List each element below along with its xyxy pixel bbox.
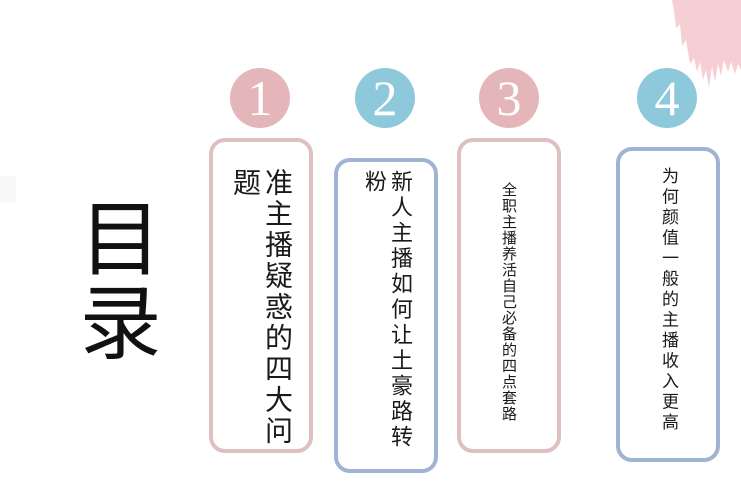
item-4-text: 为何颜值一般的主播收入更高 [658, 167, 678, 434]
item-3-card[interactable]: 全职主播养活自己必备的四点套路 [457, 138, 561, 453]
item-4-number-badge: 4 [637, 68, 697, 128]
item-3-text: 全职主播养活自己必备的四点套路 [500, 182, 518, 422]
item-4-card[interactable]: 为何颜值一般的主播收入更高 [616, 147, 720, 462]
item-3-number-badge: 3 [479, 68, 539, 128]
slide-title: 目录 [65, 196, 160, 364]
item-1-card[interactable]: 准主播疑惑的四大问题 [209, 138, 313, 453]
item-2-number-badge: 2 [355, 68, 415, 128]
item-1-text: 准主播疑惑的四大问题 [229, 168, 294, 447]
item-2-card[interactable]: 新人主播如何让土豪路转粉 [334, 158, 438, 473]
item-2-text: 新人主播如何让土豪路转粉 [361, 170, 412, 451]
item-1-number-badge: 1 [230, 68, 290, 128]
pink-brush-stroke-decoration [672, 0, 741, 88]
edge-smudge-decoration [0, 176, 16, 202]
